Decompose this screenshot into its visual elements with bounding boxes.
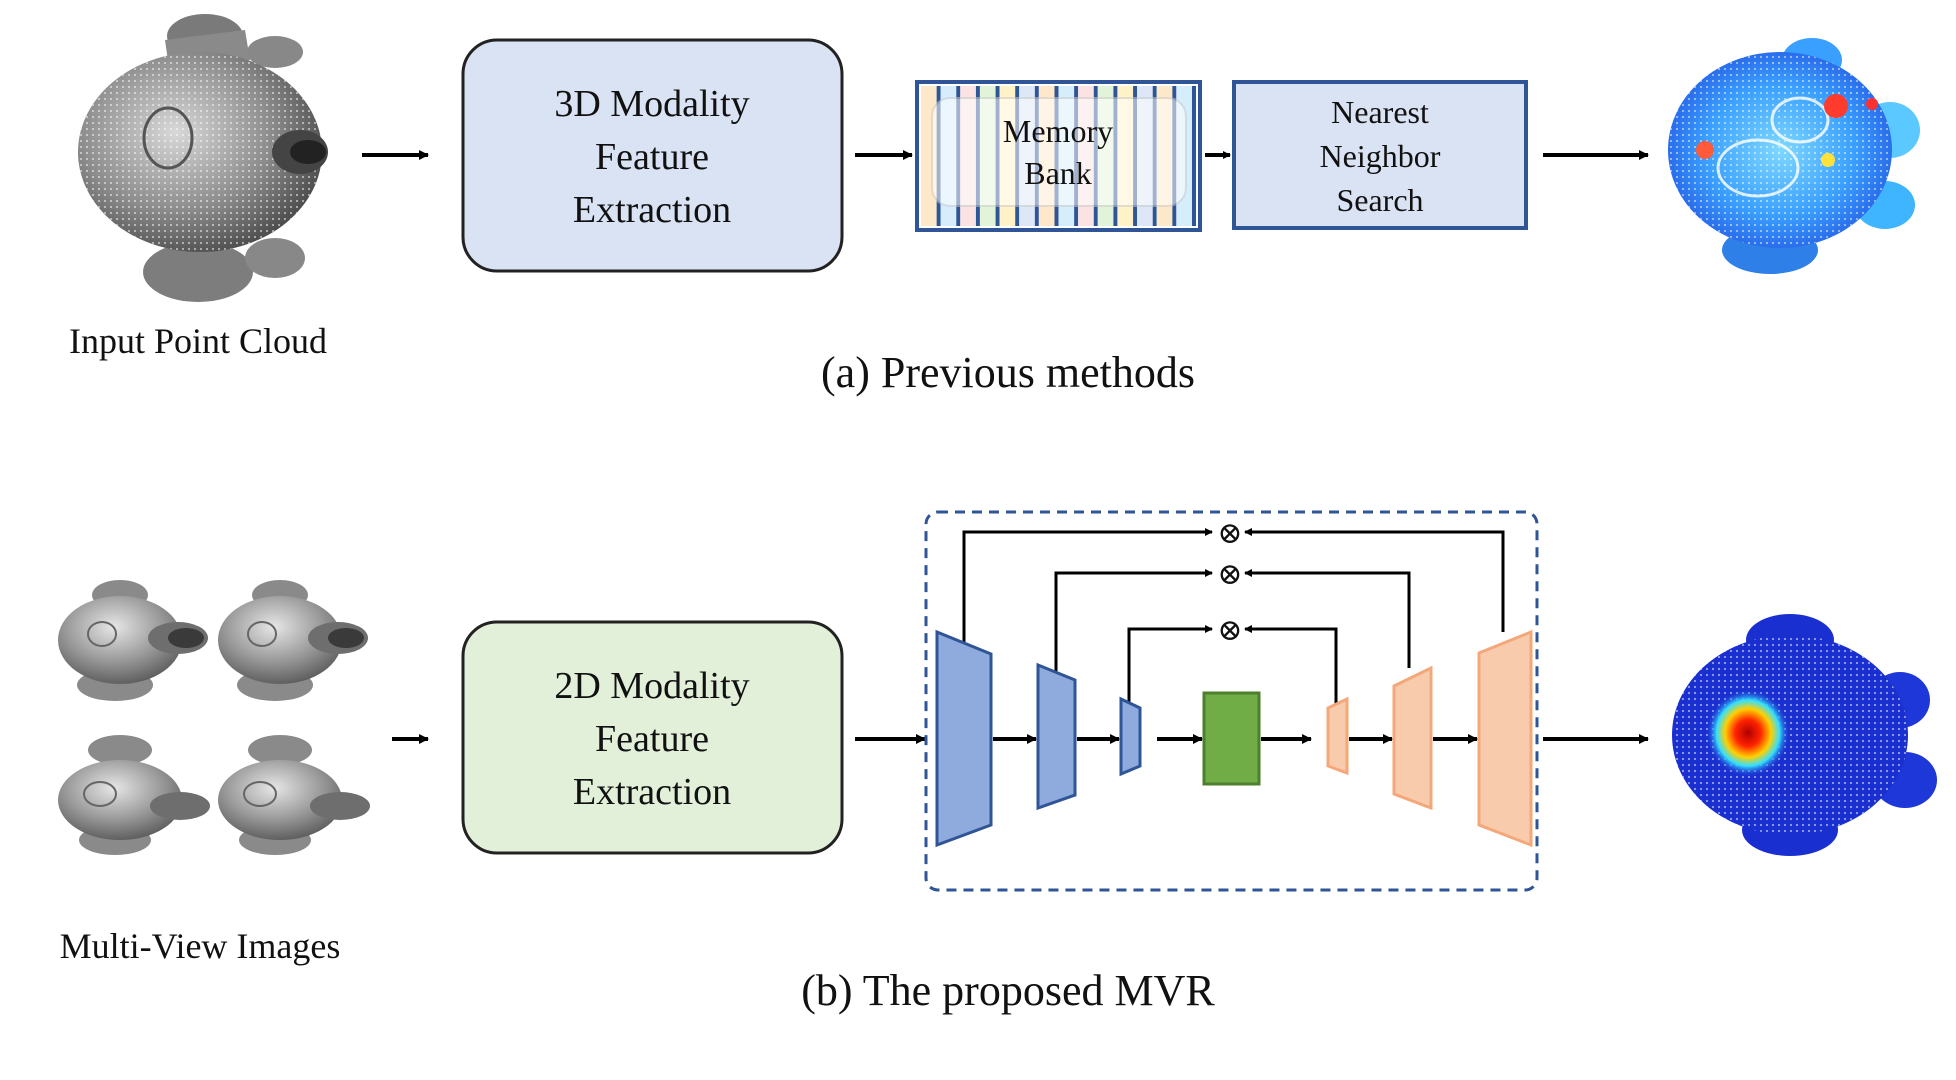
decoder-block-2: [1392, 665, 1433, 811]
network-dashed-frame: [924, 510, 1539, 892]
3d-extraction-line-2: Feature: [595, 136, 709, 178]
input-point-cloud-image: [78, 14, 328, 302]
memory-bank-box: [915, 80, 1202, 232]
decoder-block-3: [1477, 629, 1533, 848]
2d-extraction-line-1: 2D Modality: [554, 665, 749, 707]
bottleneck-block: [1202, 691, 1261, 786]
memory-stripe-divider: [1192, 86, 1196, 226]
view-4: [218, 735, 370, 855]
encoder-block-2: [1036, 662, 1077, 811]
2d-extraction-line-3: Extraction: [573, 771, 731, 813]
2d-extraction-line-2: Feature: [595, 718, 709, 760]
search-line-2: Neighbor: [1320, 138, 1441, 174]
fusion-operators: ⊗ ⊗ ⊗: [1217, 517, 1242, 647]
memory-bank-line-1: Memory: [1003, 113, 1113, 149]
fusion-symbol-top: ⊗: [1217, 517, 1242, 550]
fusion-symbol-bottom: ⊗: [1217, 614, 1242, 647]
view-2: [218, 580, 368, 701]
3d-extraction-line-3: Extraction: [573, 189, 731, 231]
panel-a-caption: (a) Previous methods: [821, 348, 1195, 397]
panel-b-caption: (b) The proposed MVR: [801, 966, 1215, 1015]
search-line-3: Search: [1336, 182, 1423, 218]
view-3: [58, 735, 210, 855]
search-line-1: Nearest: [1331, 94, 1429, 130]
output-anomaly-map-b: [1672, 614, 1937, 856]
nearest-neighbor-search-box: [1232, 80, 1528, 230]
input-point-cloud-caption: Input Point Cloud: [69, 321, 327, 361]
decoder-block-1: [1326, 696, 1349, 776]
memory-bank-line-2: Bank: [1024, 155, 1092, 191]
2d-modality-extraction-box: [461, 620, 844, 855]
3d-extraction-line-1: 3D Modality: [554, 83, 749, 125]
encoder-block-3: [1119, 696, 1142, 777]
multi-view-images: [58, 580, 370, 855]
3d-modality-extraction-box: [461, 38, 844, 273]
encoder-block-1: [935, 629, 993, 848]
multi-view-caption: Multi-View Images: [60, 926, 341, 966]
skip-connections: [962, 528, 1505, 708]
output-anomaly-map-a: [1668, 38, 1920, 274]
view-1: [58, 580, 208, 701]
fusion-symbol-middle: ⊗: [1217, 558, 1242, 591]
